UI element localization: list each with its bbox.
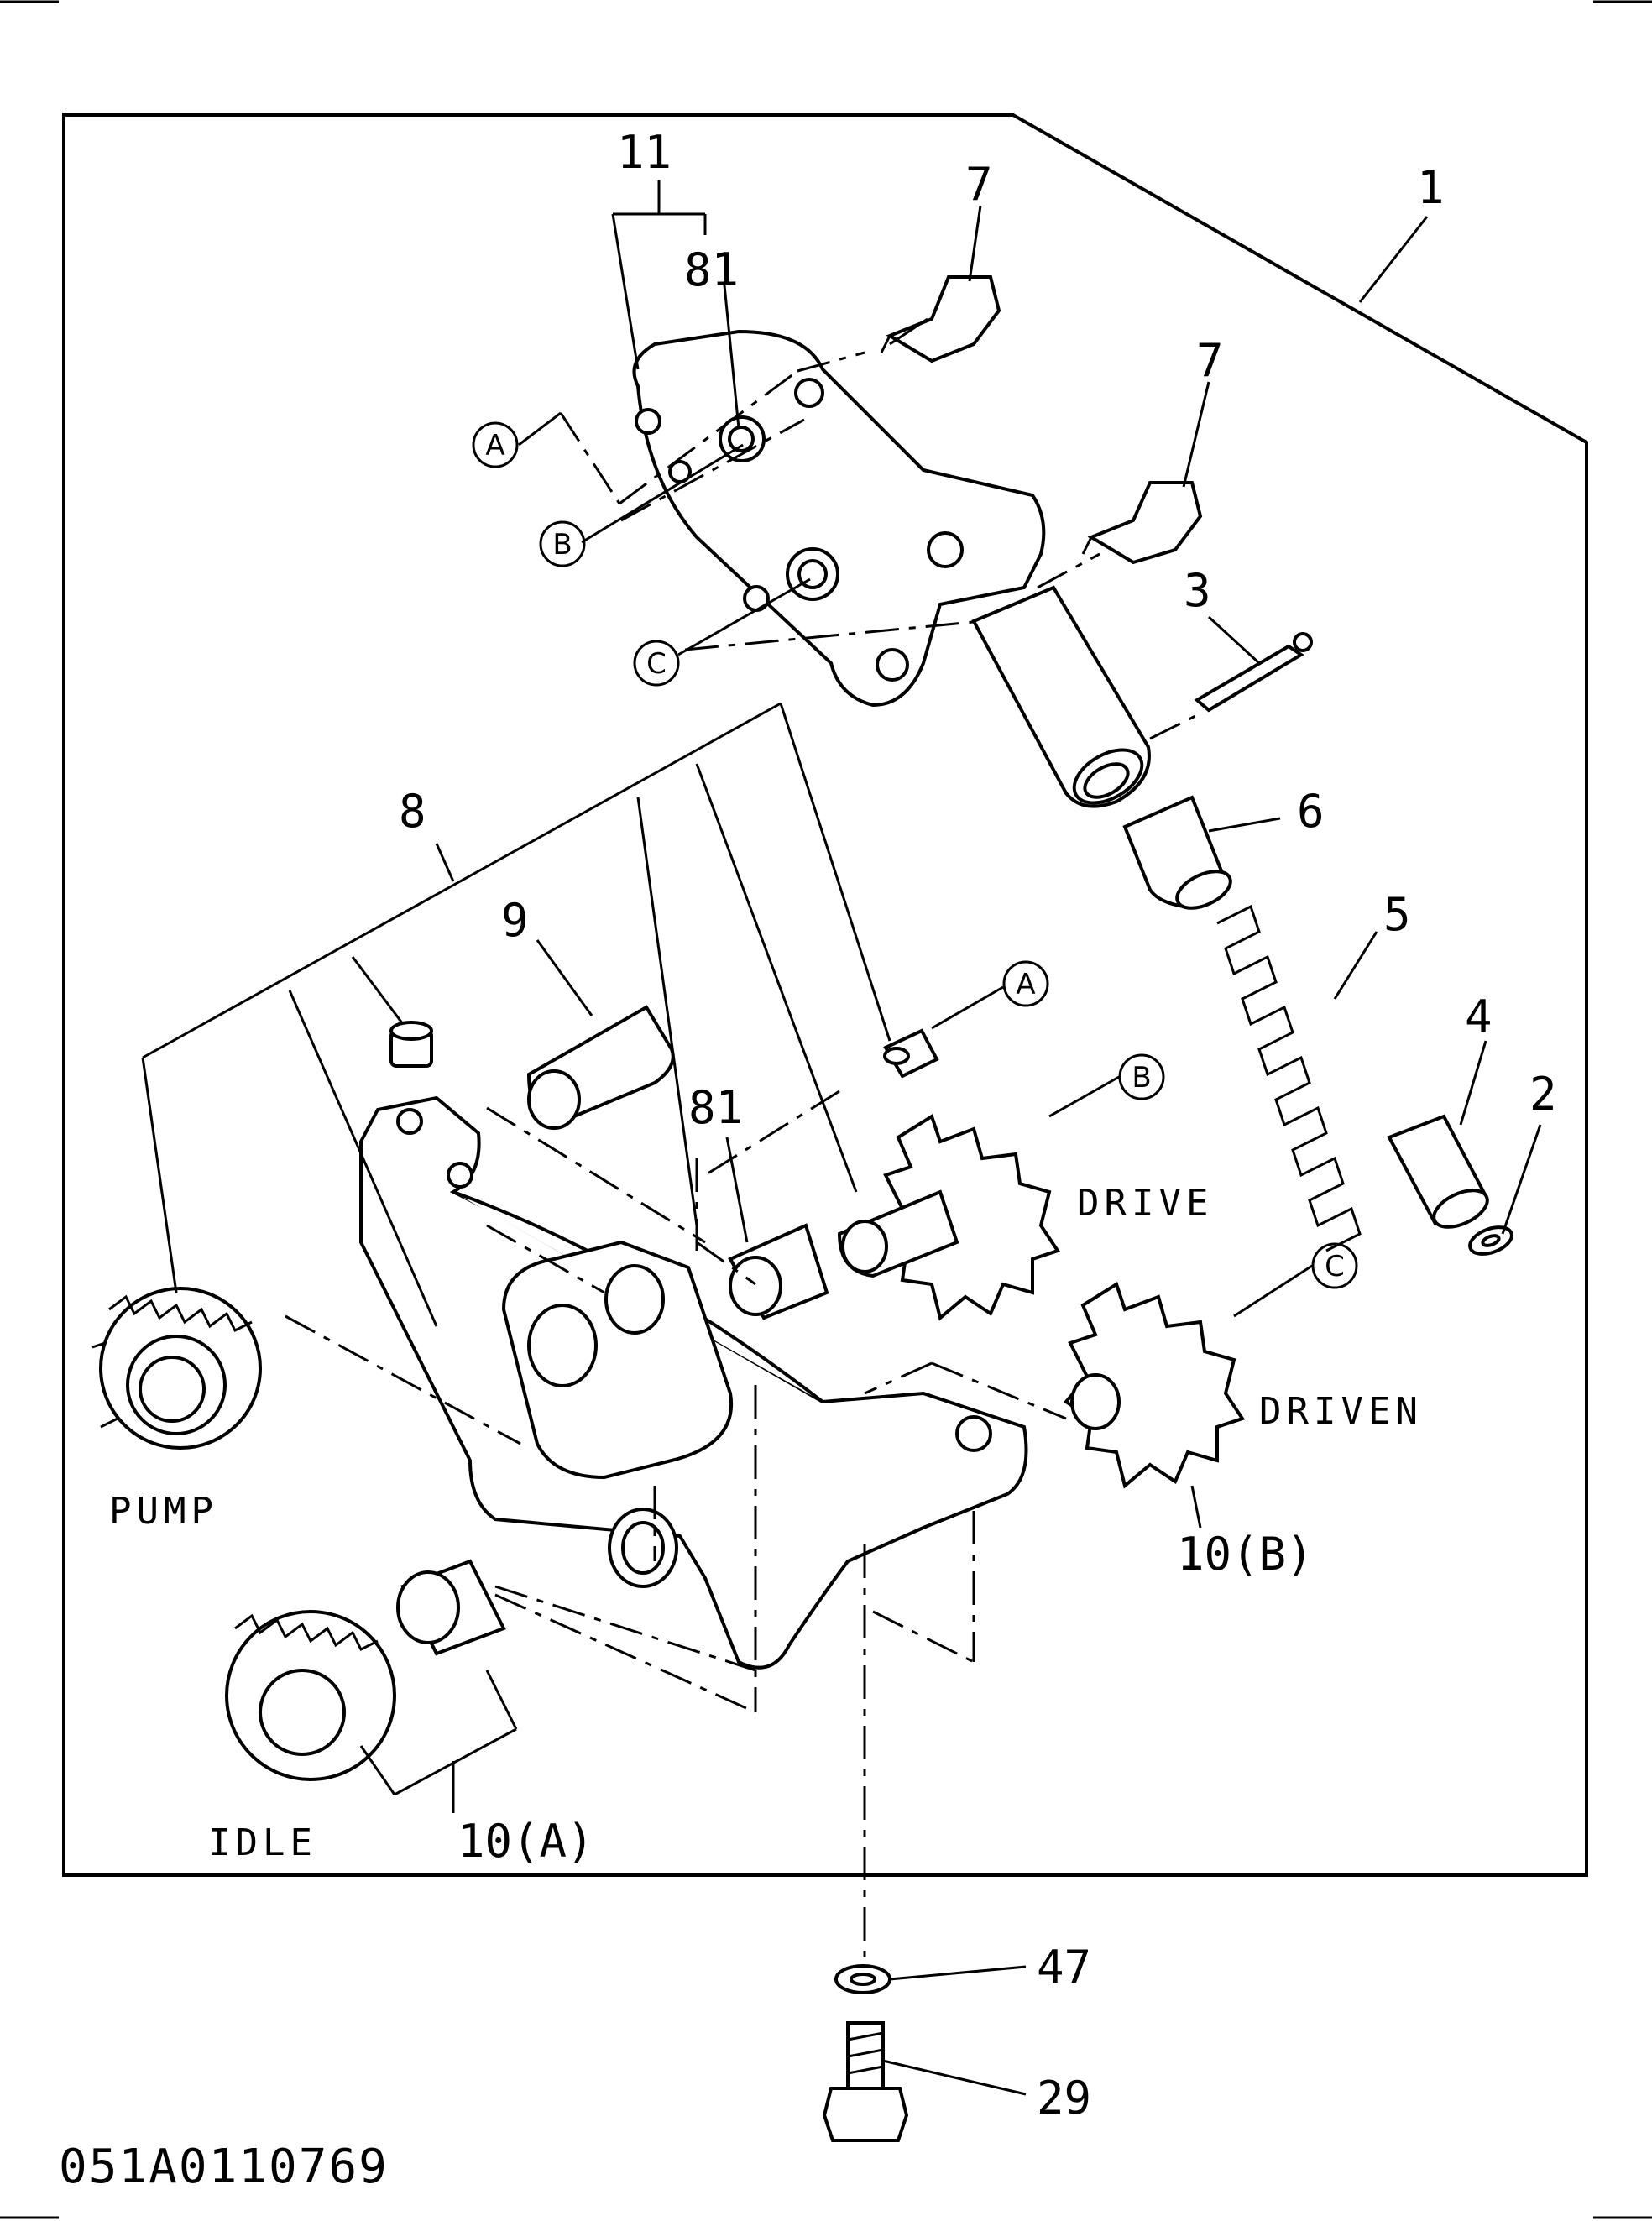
label-1-assembly: 1 [1417, 161, 1445, 214]
washer-2 [1468, 1225, 1513, 1256]
bolt-29 [822, 2021, 909, 2142]
label-8: 8 [399, 785, 426, 838]
leader-lines [141, 180, 1542, 2096]
callout-a-upper: A [472, 421, 519, 468]
drawing-code: 051A0110769 [59, 2140, 389, 2194]
pump-gear-label: PUMP [109, 1490, 218, 1533]
label-4: 4 [1465, 990, 1493, 1043]
pump-cover [632, 329, 1151, 808]
label-10a: 10(A) [457, 1815, 594, 1868]
driven-gear-label: DRIVEN [1259, 1390, 1423, 1433]
callout-c-upper: C [633, 640, 680, 687]
dowel-81-upper [389, 1021, 433, 1068]
label-9: 9 [501, 894, 529, 947]
label-6: 6 [1297, 785, 1325, 838]
idle-bushing [396, 1559, 506, 1656]
alignment-lines [285, 351, 1201, 1964]
label-81-upper: 81 [684, 243, 739, 296]
pump-gear [91, 1287, 262, 1450]
callout-c-lower: C [1311, 1242, 1358, 1289]
drive-gear-label: DRIVE [1077, 1182, 1213, 1225]
label-29: 29 [1037, 2072, 1091, 2124]
bolt-7-lower [1081, 481, 1203, 565]
shaft-9 [526, 1005, 675, 1130]
washer-47 [834, 1964, 891, 1994]
label-11: 11 [617, 126, 672, 179]
label-10b: 10(B) [1177, 1528, 1314, 1581]
dowel-81-right [883, 1028, 939, 1079]
label-7-upper: 7 [965, 158, 993, 211]
callout-c-lower-text: C [1325, 1250, 1345, 1283]
callout-b-lower-text: B [1132, 1061, 1151, 1095]
plunger-6 [1122, 795, 1232, 910]
idle-gear-label: IDLE [208, 1821, 317, 1864]
callout-a-lower: A [1002, 960, 1049, 1007]
callout-a-lower-text: A [1016, 968, 1035, 1001]
label-47: 47 [1037, 1941, 1091, 1994]
bushing-81 [728, 1223, 829, 1320]
bolt-7-upper [880, 275, 1001, 363]
label-7-lower: 7 [1196, 334, 1224, 387]
label-81-lower: 81 [688, 1081, 743, 1134]
label-2: 2 [1529, 1068, 1557, 1121]
callout-c-upper-text: C [646, 647, 667, 681]
label-3: 3 [1184, 564, 1211, 617]
pump-body [359, 1095, 1028, 1670]
spring-5 [1216, 904, 1362, 1252]
label-5: 5 [1383, 888, 1411, 941]
callout-b-lower: B [1118, 1053, 1165, 1100]
callout-b-upper-text: B [552, 528, 572, 562]
callout-b-upper: B [539, 520, 586, 567]
callout-a-upper-text: A [485, 429, 504, 462]
assembly-frame [62, 113, 1588, 1877]
idle-gear [225, 1610, 396, 1781]
drive-gear [837, 1113, 1061, 1321]
sleeve-4 [1387, 1114, 1489, 1229]
split-pin-3 [1194, 632, 1313, 713]
driven-gear [1064, 1281, 1246, 1489]
